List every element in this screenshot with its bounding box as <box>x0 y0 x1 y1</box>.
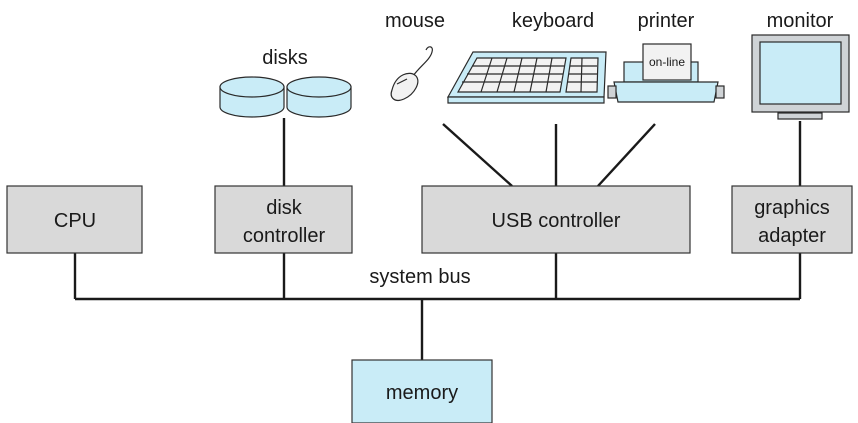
disk-controller-label-line2: controller <box>243 225 326 247</box>
printer-icon: on-line <box>607 43 725 103</box>
cpu-box: CPU <box>6 185 143 254</box>
disks-label: disks <box>262 47 308 69</box>
graphics-adapter-label-line2: adapter <box>758 225 826 247</box>
graphics-adapter-label-line1: graphics <box>754 197 830 219</box>
mouse-icon <box>390 46 433 102</box>
monitor-icon <box>751 34 850 120</box>
memory-box: memory <box>351 359 493 423</box>
disk-controller-box: disk controller <box>214 185 353 254</box>
disk-icon-left <box>219 76 285 118</box>
mouse-label: mouse <box>385 10 445 32</box>
disk-controller-label-line1: disk <box>266 197 303 219</box>
usb-controller-label: USB controller <box>492 210 621 232</box>
keyboard-label: keyboard <box>512 10 594 32</box>
keyboard-icon <box>446 51 607 104</box>
wires <box>73 118 802 360</box>
disk-icon-right <box>286 76 352 118</box>
usb-controller-box: USB controller <box>421 185 691 254</box>
cpu-label: CPU <box>54 210 96 232</box>
printer-label: printer <box>638 10 695 32</box>
memory-label: memory <box>386 382 458 404</box>
printer-status-screen: on-line <box>649 55 685 69</box>
graphics-adapter-box: graphics adapter <box>731 185 853 254</box>
monitor-label: monitor <box>767 10 834 32</box>
system-bus-label: system bus <box>369 266 470 288</box>
printer-wire <box>597 123 656 187</box>
mouse-wire <box>442 123 513 187</box>
